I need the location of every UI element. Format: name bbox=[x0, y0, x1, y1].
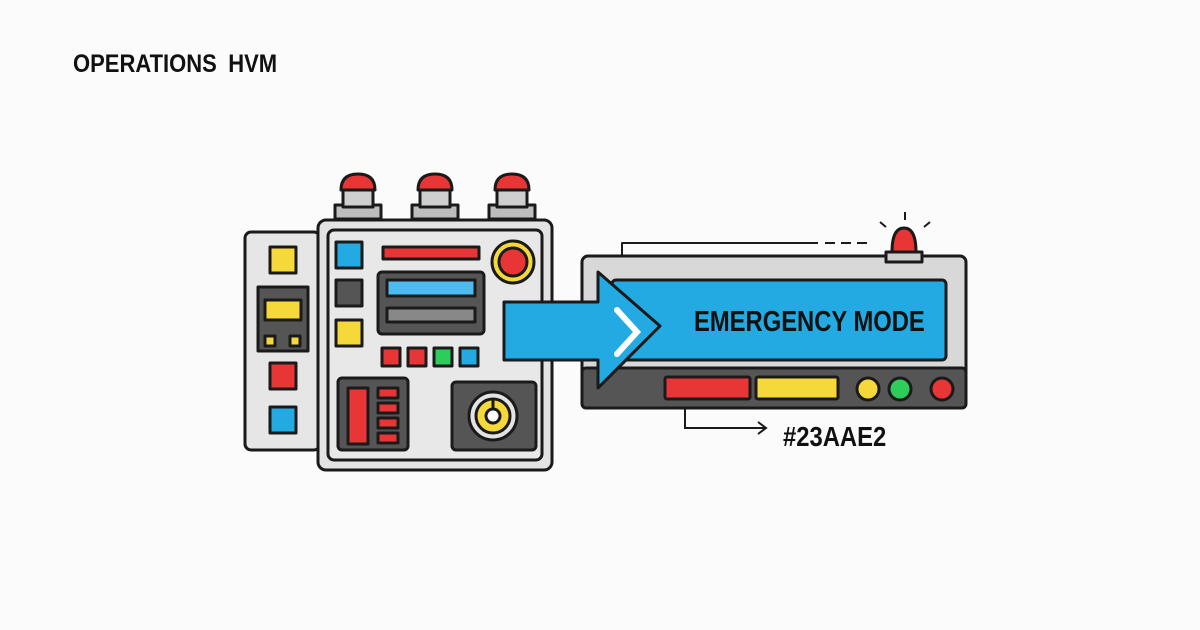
color-code-label: #23AAE2 bbox=[783, 421, 887, 452]
page-title: OPERATIONS HVM bbox=[73, 50, 278, 78]
beacon-light-icon bbox=[487, 172, 537, 221]
dial-knob-icon bbox=[467, 390, 519, 442]
chevron-right-icon bbox=[614, 307, 642, 357]
beacon-light-icon bbox=[410, 172, 460, 221]
beacon-light-icon bbox=[333, 172, 383, 221]
emergency-mode-label: EMERGENCY MODE bbox=[694, 306, 925, 338]
alarm-light-icon bbox=[879, 212, 931, 264]
arrow-right-icon bbox=[684, 408, 768, 435]
